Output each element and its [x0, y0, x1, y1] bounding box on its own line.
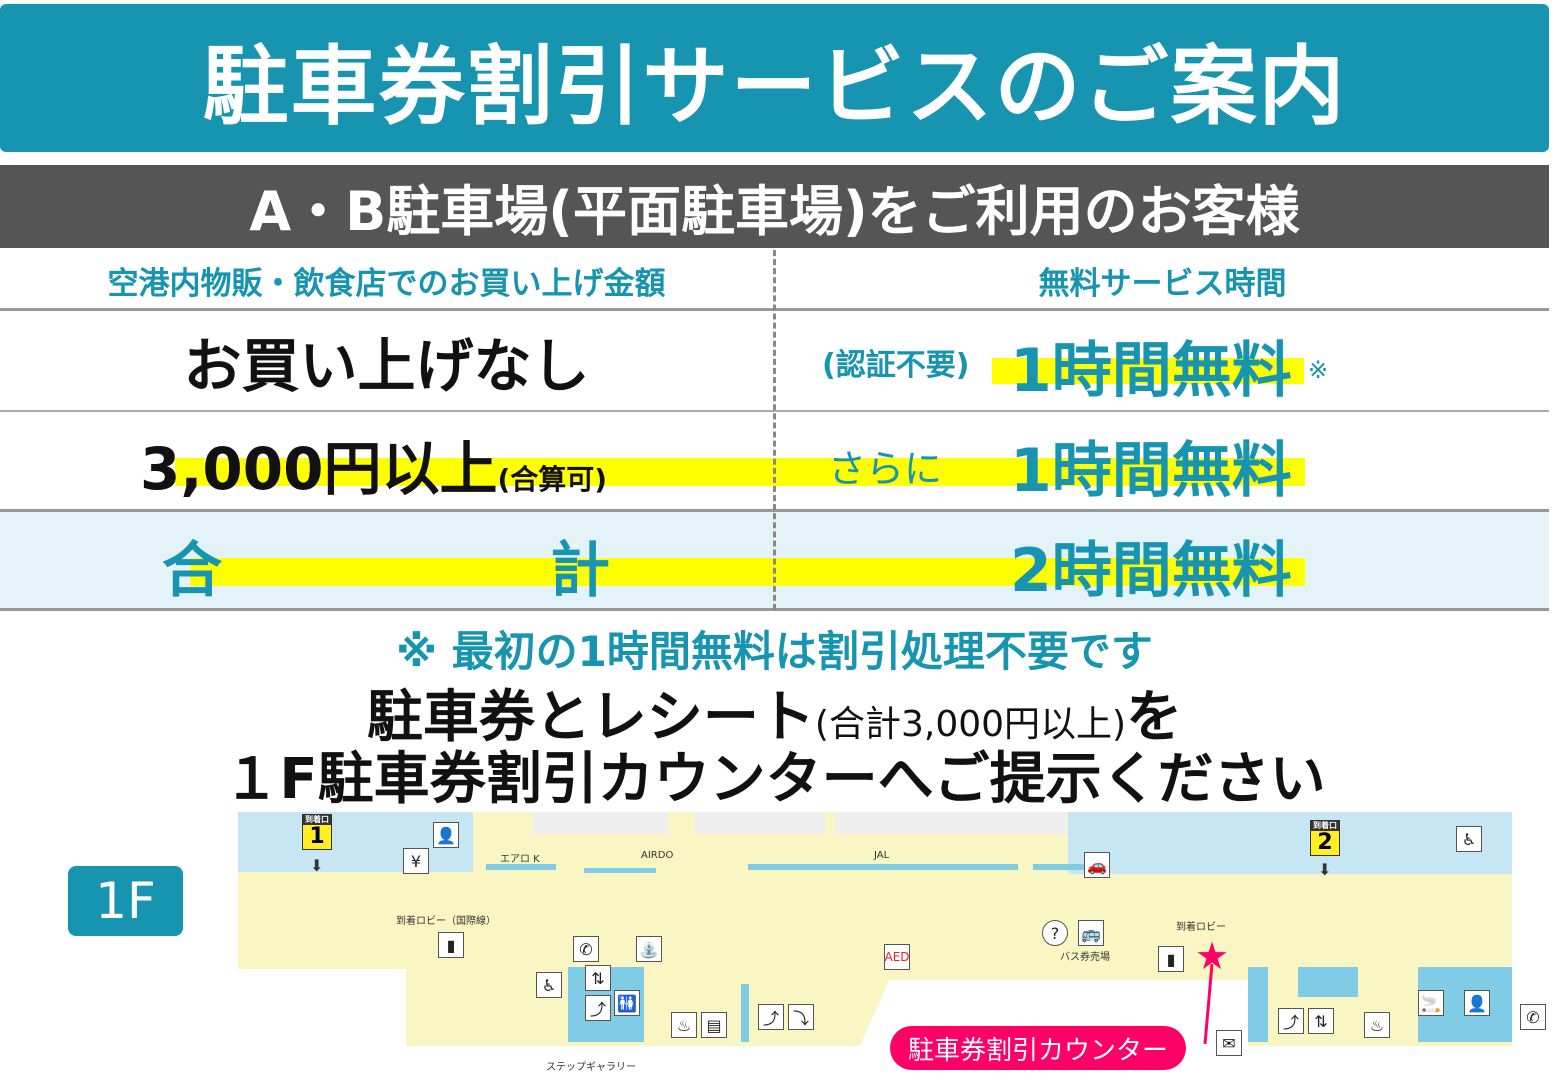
arrow-down-icon: ⬇: [310, 856, 324, 875]
column-divider: [773, 250, 776, 610]
row2-right: 1時間無料: [1010, 436, 1292, 506]
row1-right: 1時間無料: [1010, 336, 1292, 406]
mail-icon: ✉: [1216, 1030, 1242, 1056]
staff-icon: 👤: [433, 822, 459, 848]
airline-label: エアロ K: [500, 854, 540, 865]
note: ※ 最初の1時間無料は割引処理不要です: [396, 627, 1153, 676]
airline-label: JAL: [874, 850, 890, 861]
instruction-line2: １F駐車券割引カウンターへご提示ください: [223, 747, 1326, 812]
baby-room-icon: ♿: [536, 972, 562, 998]
header-purchase-amount: 空港内物販・飲食店でのお買い上げ金額: [107, 265, 666, 302]
smoking-area-icon: ♨: [1364, 1012, 1390, 1038]
lobby-intl-label: 到着ロビー（国際線）: [396, 916, 496, 927]
airline-label: AIRDO: [641, 850, 674, 861]
accessible-restroom-icon: ♿: [1456, 826, 1482, 852]
bus-icon: 🚌: [1078, 920, 1104, 946]
restroom-icon: 🚻: [614, 990, 640, 1016]
rental-car-icon: 🚗: [1084, 852, 1110, 878]
information-icon: ?: [1042, 920, 1068, 946]
parking-discount-counter-label: 駐車券割引カウンター: [890, 1026, 1186, 1070]
total-label-a: 合: [162, 536, 222, 606]
smoking-area-icon: ♨: [671, 1012, 697, 1038]
text: (合計3,000円以上): [814, 704, 1127, 745]
phone-icon: ✆: [1520, 1004, 1546, 1030]
row1-prefix: (認証不要): [822, 348, 970, 383]
gate-label: 到着口: [1311, 821, 1339, 831]
lobby-label: 到着ロビー: [1176, 922, 1226, 933]
money-exchange-icon: ¥: [403, 848, 429, 874]
text: を: [1126, 685, 1183, 750]
text: 駐車券とレシート: [366, 685, 815, 750]
locker-icon: ▤: [701, 1012, 727, 1038]
row1-left: お買い上げなし: [183, 332, 590, 400]
header-free-time: 無料サービス時間: [1038, 265, 1287, 302]
subtitle-band: A・B駐車場(平面駐車場)をご利用のお客様: [0, 165, 1549, 248]
row2-note: (合算可): [497, 463, 608, 496]
elevator-icon: ⇅: [1308, 1008, 1334, 1034]
escalator-icon: ⤴: [585, 995, 611, 1021]
instruction-line1: 駐車券とレシート(合計3,000円以上)を: [0, 672, 1549, 753]
asterisk-mark: ※: [1308, 356, 1329, 384]
page-title: 駐車券割引サービスのご案内: [0, 4, 1549, 152]
aed-icon: AED: [884, 944, 910, 970]
smoking-icon: 🚬: [1418, 990, 1444, 1016]
gate-label: 到着口: [303, 815, 331, 825]
atm-icon: ▮: [438, 932, 464, 958]
row2-left: 3,000円以上(合算可): [140, 422, 607, 506]
elevator-icon: ⇅: [585, 965, 611, 991]
row3-right: 2時間無料: [1010, 536, 1292, 606]
gate-number: 2: [1317, 830, 1333, 855]
escalator-icon: ⤵: [788, 1004, 814, 1030]
gate-number: 1: [309, 824, 325, 849]
escalator-icon: ⤴: [1278, 1008, 1304, 1034]
atm-icon: ▮: [1158, 946, 1184, 972]
arrow-down-icon: ⬇: [1318, 860, 1332, 879]
gallery-label: ステップギャラリー: [546, 1062, 636, 1073]
row2-prefix: さらに: [828, 447, 943, 491]
staff-icon: 👤: [1464, 990, 1490, 1016]
row2-amount: 3,000円以上: [140, 435, 498, 503]
phone-icon: ✆: [573, 936, 599, 962]
floor-badge: 1F: [68, 866, 183, 936]
fountain-icon: ⛲: [636, 936, 662, 962]
total-label-b: 計: [550, 536, 610, 606]
bus-ticket-label: バス券売場: [1060, 952, 1110, 963]
escalator-icon: ⤴: [758, 1004, 784, 1030]
